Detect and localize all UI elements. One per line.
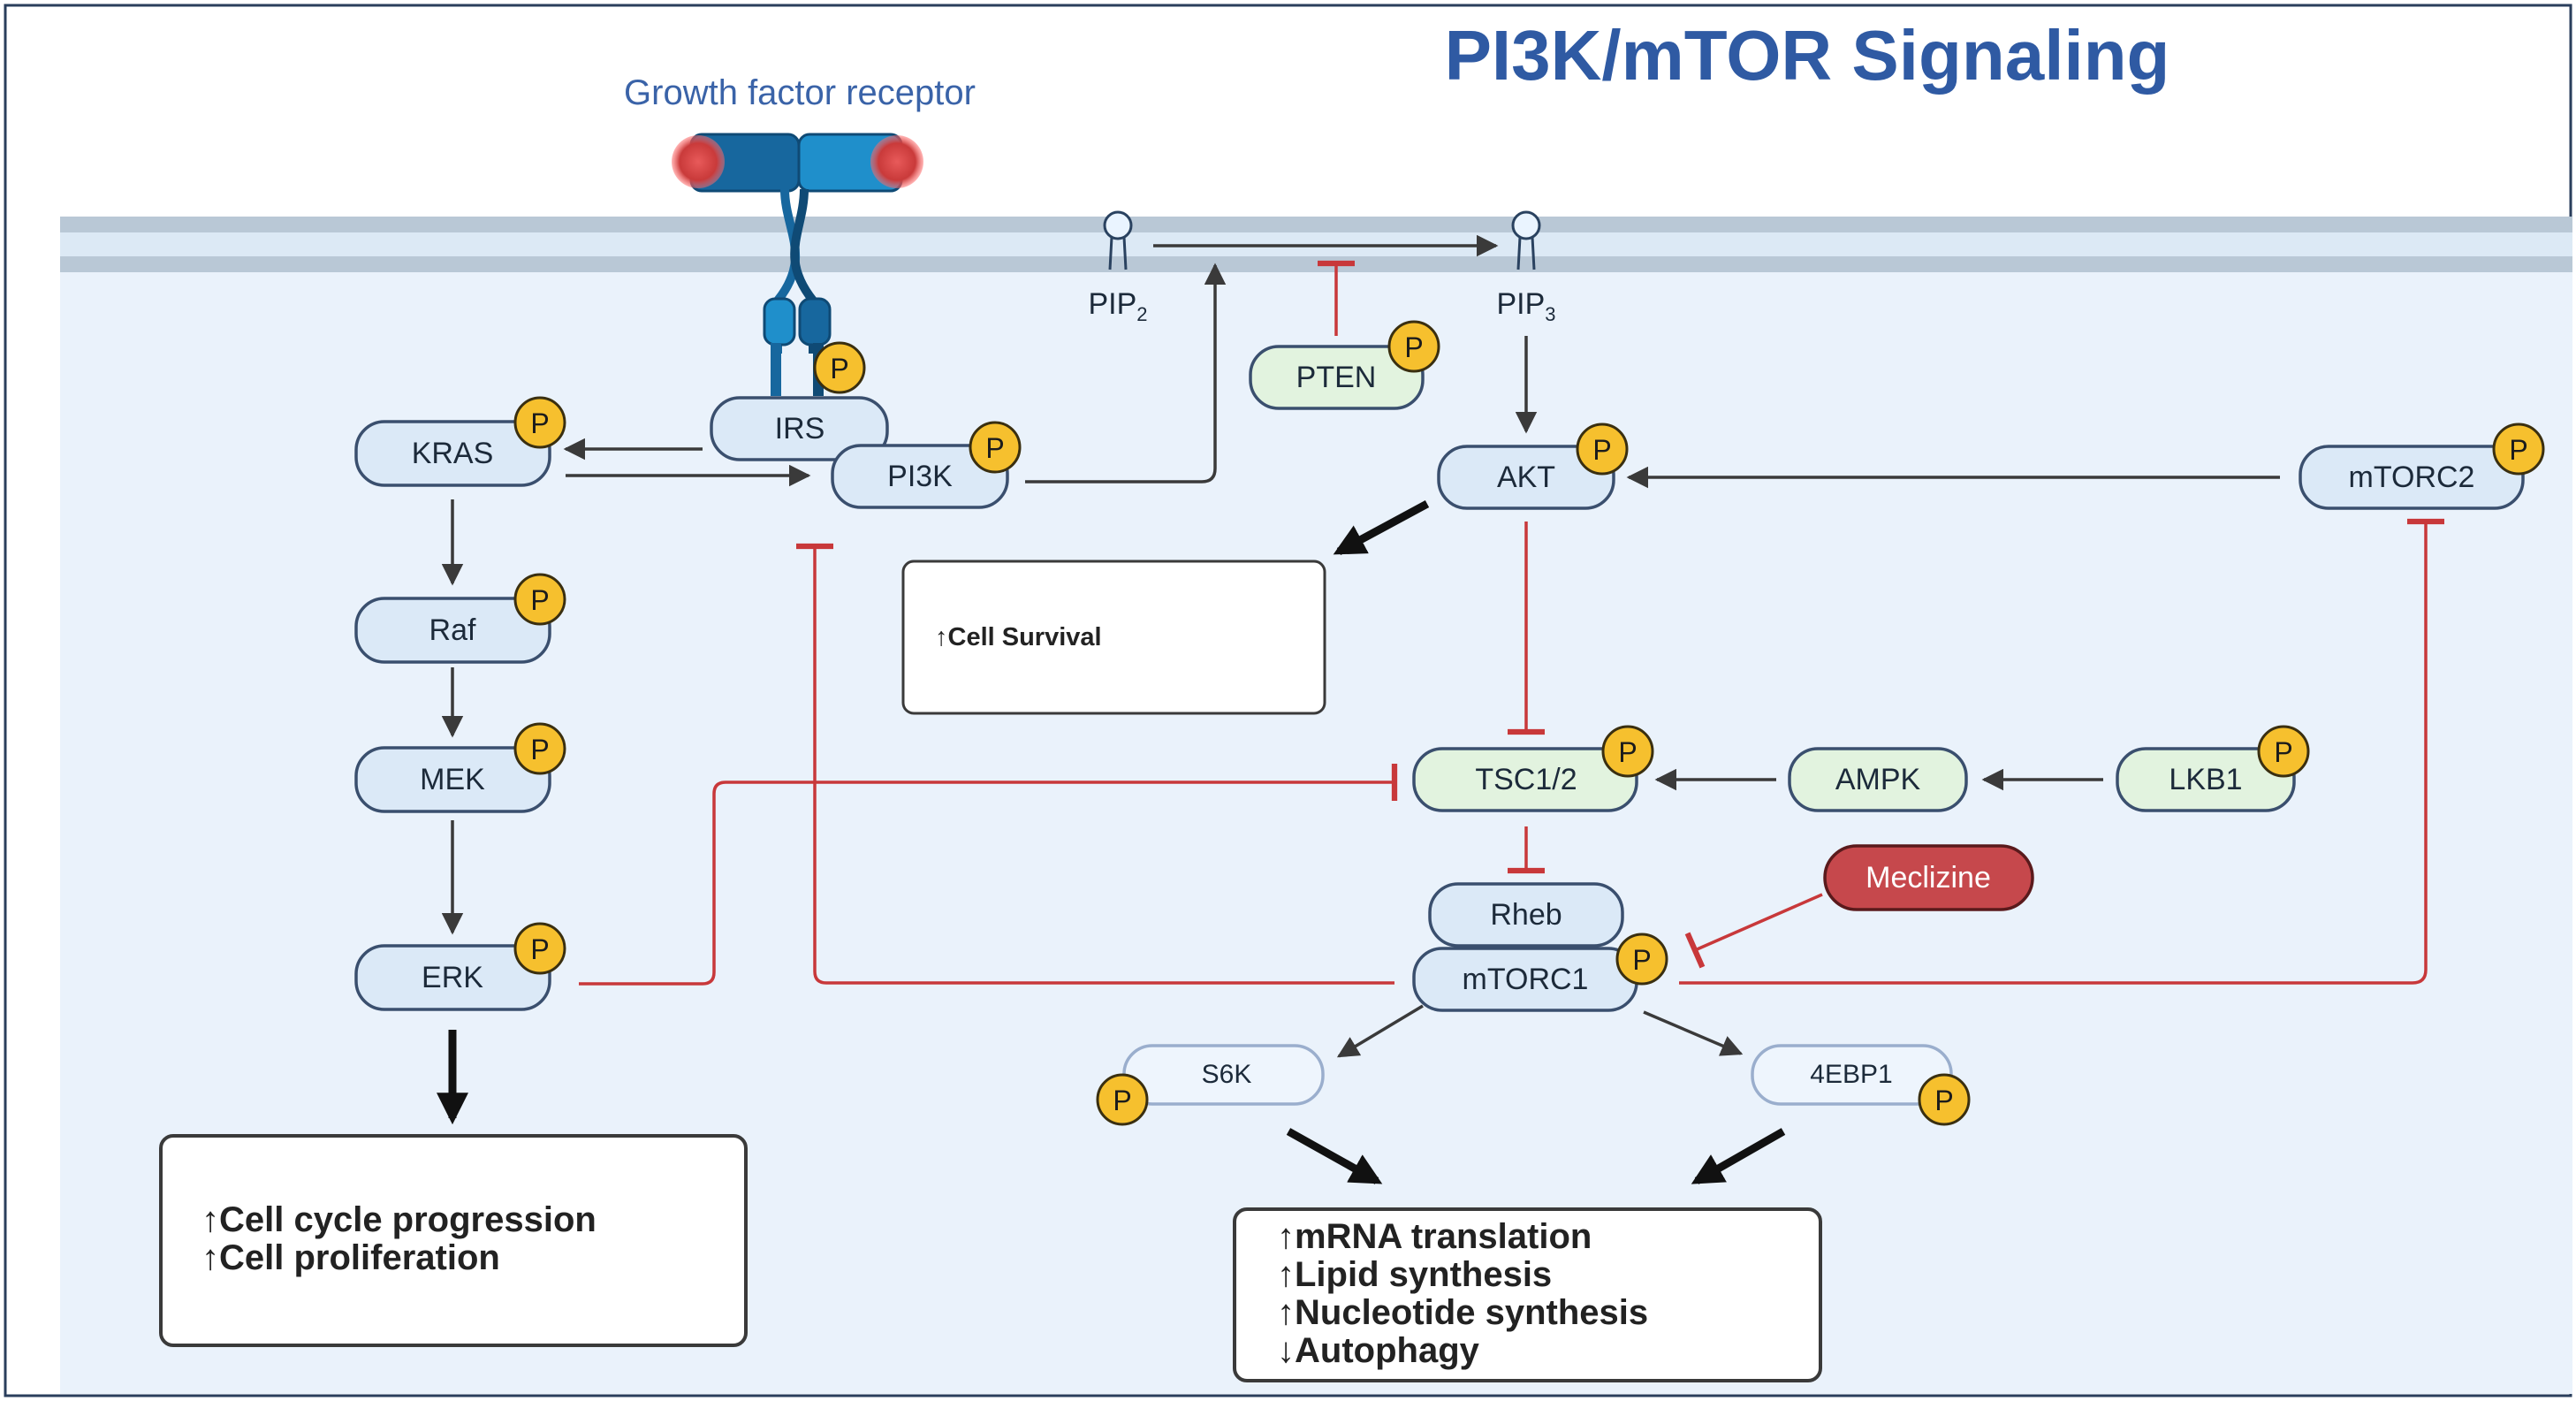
membrane-inner-leaflet	[60, 256, 2572, 272]
node-akt: AKT P	[1437, 423, 1629, 510]
node-mtorc1: mTORC1 P	[1412, 933, 1668, 1012]
growth-factor-receptor	[672, 133, 923, 396]
meclizine-label: Meclizine	[1866, 861, 1991, 895]
node-lkb1: LKB1 P	[2116, 725, 2310, 812]
phospho-label: P	[1113, 1085, 1131, 1116]
edge-mtorc1-to-4ebp1	[1643, 1010, 1744, 1056]
ampk-label: AMPK	[1835, 763, 1921, 796]
outcome-translation-line4: ↓Autophagy	[1277, 1331, 1480, 1370]
node-irs: IRS P	[710, 341, 889, 461]
pi3k-label: PI3K	[887, 460, 953, 493]
phospho-badge	[1615, 933, 1668, 986]
arrow-akt-to-survival	[1333, 500, 1430, 555]
inhibit-mtorc1-irs	[796, 543, 1394, 985]
inhibit-mtorc1-mtorc2	[1679, 518, 2444, 985]
phospho-badge	[513, 722, 566, 775]
phospho-label: P	[530, 734, 549, 765]
node-ampk: AMPK	[1788, 747, 1968, 812]
node-erk: ERK P	[354, 922, 566, 1011]
membrane-outer-leaflet	[60, 217, 2572, 232]
outcome-survival-text: ↑Cell Survival	[935, 623, 1102, 651]
inhibition-edges	[579, 260, 2444, 986]
mtorc1-label: mTORC1	[1463, 963, 1589, 996]
phospho-label: P	[985, 432, 1004, 464]
edge-pi3k-to-pip2pip3	[1025, 263, 1227, 483]
node-pi3k: PI3K P	[831, 421, 1022, 509]
node-rheb: Rheb	[1428, 882, 1624, 948]
node-kras: KRAS P	[354, 396, 566, 487]
phospho-label: P	[530, 407, 549, 439]
phospho-badge	[1387, 320, 1440, 373]
phospho-label: P	[1404, 331, 1423, 363]
diagram-title: PI3K/mTOR Signaling	[1445, 16, 2170, 95]
lkb1-label: LKB1	[2169, 763, 2242, 796]
phospho-label: P	[530, 584, 549, 616]
phospho-badge	[1096, 1073, 1149, 1126]
activation-edges	[441, 234, 2280, 1058]
ligand-left	[672, 135, 725, 188]
phospho-label: P	[830, 353, 848, 385]
s6k-label: S6K	[1202, 1060, 1252, 1089]
pip3-lipid-icon	[1511, 210, 1541, 270]
phospho-badge	[513, 573, 566, 626]
phospho-label: P	[1632, 944, 1651, 976]
node-raf: Raf P	[354, 573, 566, 664]
phospho-badge	[513, 922, 566, 975]
phospho-label: P	[530, 933, 549, 965]
mek-label: MEK	[420, 763, 485, 796]
phospho-badge	[1918, 1073, 1971, 1126]
phospho-badge	[2257, 725, 2310, 778]
outcome-translation-line2: ↑Lipid synthesis	[1277, 1255, 1552, 1294]
node-s6k: S6K P	[1096, 1044, 1325, 1126]
phospho-badge	[1601, 725, 1654, 778]
outcome-box-translation: ↑mRNA translation ↑Lipid synthesis ↑Nucl…	[1233, 1207, 1822, 1382]
node-mek: MEK P	[354, 722, 566, 813]
phospho-badge	[813, 341, 866, 394]
inhibit-meclizine-mtorc1	[1684, 893, 1823, 969]
pten-label: PTEN	[1296, 361, 1377, 394]
pip2-label: PIP2	[1088, 287, 1147, 325]
outcome-arrows	[437, 500, 1786, 1184]
arrow-s6k-to-translation	[1286, 1128, 1383, 1184]
irs-label: IRS	[775, 412, 825, 445]
outcome-box-survival: ↑Cell Survival	[901, 560, 1326, 715]
receptor-label: Growth factor receptor	[624, 73, 976, 112]
outcome-translation-line3: ↑Nucleotide synthesis	[1277, 1293, 1648, 1332]
kras-label: KRAS	[412, 437, 494, 470]
phospho-label: P	[2274, 736, 2292, 768]
outcome-translation-line1: ↑mRNA translation	[1277, 1217, 1592, 1256]
inhibit-erk-tsc	[579, 764, 1398, 986]
mtorc2-label: mTORC2	[2349, 461, 2475, 494]
phospho-label: P	[2509, 434, 2527, 466]
akt-label: AKT	[1497, 461, 1555, 494]
raf-label: Raf	[429, 613, 476, 647]
node-pten: PTEN P	[1249, 320, 1440, 410]
node-tsc: TSC1/2 P	[1412, 725, 1654, 812]
phospho-label: P	[1592, 434, 1611, 466]
pip2-lipid-icon	[1103, 210, 1133, 270]
phospho-badge	[2492, 423, 2545, 476]
phospho-label: P	[1618, 736, 1637, 768]
node-mtorc2: mTORC2 P	[2299, 423, 2545, 510]
node-4ebp1: 4EBP1 P	[1751, 1044, 1971, 1126]
phospho-label: P	[1934, 1085, 1953, 1116]
pip3-label: PIP3	[1496, 287, 1555, 325]
erk-label: ERK	[422, 961, 483, 994]
outcome-proliferation-line1: ↑Cell cycle progression	[201, 1200, 597, 1239]
4ebp1-label: 4EBP1	[1810, 1060, 1892, 1089]
outcome-box-proliferation: ↑Cell cycle progression ↑Cell proliferat…	[159, 1134, 748, 1347]
phospho-badge	[969, 421, 1022, 474]
ligand-right	[870, 135, 923, 188]
outcome-proliferation-line2: ↑Cell proliferation	[201, 1238, 500, 1277]
tsc-label: TSC1/2	[1475, 763, 1577, 796]
phospho-badge	[513, 396, 566, 449]
arrow-4ebp1-to-translation	[1691, 1128, 1786, 1184]
node-meclizine: Meclizine	[1823, 844, 2034, 911]
edge-mtorc1-to-s6k	[1336, 1004, 1424, 1058]
rheb-label: Rheb	[1490, 898, 1562, 932]
phospho-badge	[1576, 423, 1629, 476]
